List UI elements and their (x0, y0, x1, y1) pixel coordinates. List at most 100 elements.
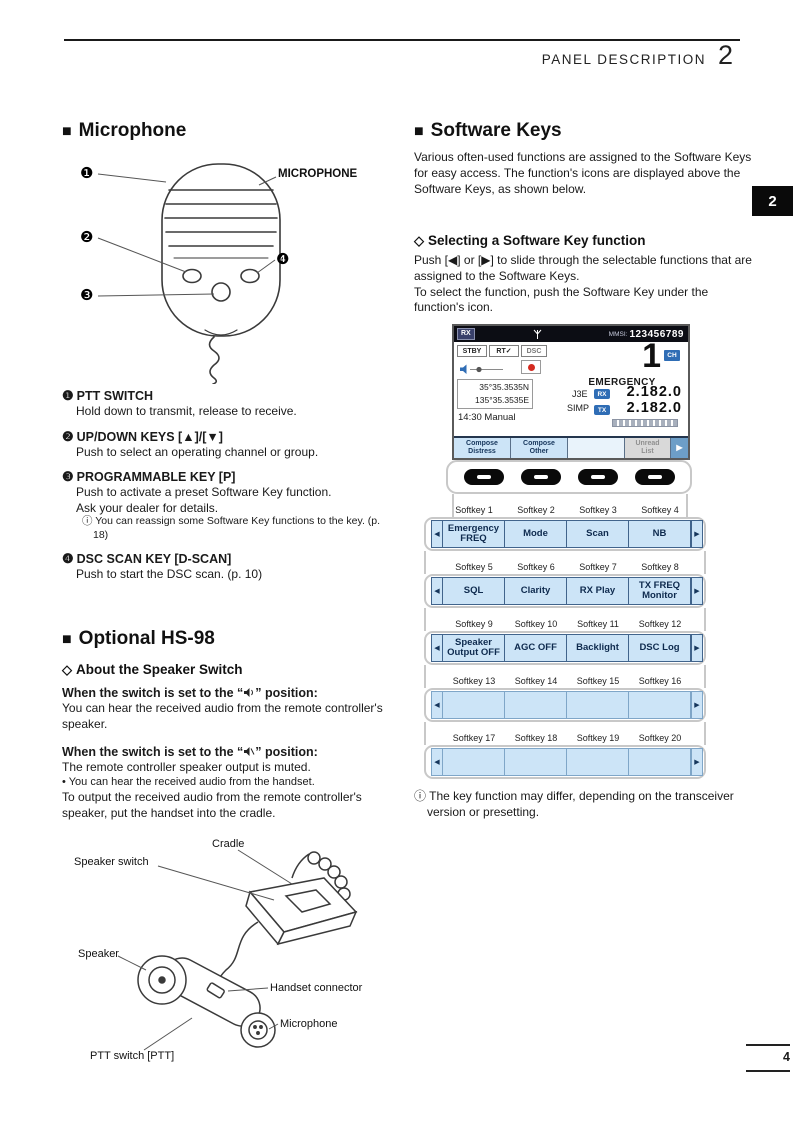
footer-rule (746, 1070, 790, 1072)
header-chapter-number: 2 (718, 40, 734, 70)
softkey-label: Softkey 4 (641, 505, 679, 515)
switch-on-body: You can hear the received audio from the… (62, 701, 383, 731)
softkey-compose-other: Compose Other (511, 438, 568, 458)
select-function-heading: ◇Selecting a Software Key function (414, 233, 646, 248)
connector-frame (424, 688, 706, 722)
dash-icon (590, 475, 605, 479)
connector-line (424, 722, 426, 745)
softkey-function: Clarity (504, 577, 567, 605)
dash-icon (647, 475, 662, 479)
item-marker: ❶ (62, 388, 74, 403)
tab-rt: RT✓ (489, 345, 519, 357)
softkey-function: DSC Log (628, 634, 691, 662)
section-bullet-icon: ■ (62, 123, 72, 140)
connector-line (424, 665, 426, 688)
ptt-switch-label: PTT switch [PTT] (90, 1050, 175, 1062)
section-bullet-icon: ■ (414, 123, 424, 140)
softkey-function: RX Play (566, 577, 629, 605)
softkey-group-2: Softkey 5 Softkey 6 Softkey 7 Softkey 8 … (424, 562, 710, 614)
softkey-label: Softkey 8 (641, 562, 679, 572)
mmsi-label: MMSI: (608, 330, 628, 338)
chapter-side-tab: 2 (752, 186, 793, 216)
softkey-function (442, 748, 505, 776)
softkey-function (504, 691, 567, 719)
softkey-label: Softkey 14 (514, 676, 558, 686)
softkey-function (628, 691, 691, 719)
callout-4: ❹ (276, 251, 290, 268)
latitude-value: 35°35.3535N (479, 382, 529, 392)
microphone-figure-label: MICROPHONE (278, 168, 358, 180)
softkey-label: Softkey 17 (452, 733, 496, 743)
speaker-label: Speaker (78, 948, 119, 960)
tx-badge: TX (594, 405, 610, 415)
slide-right-arrow: ▶ (691, 748, 703, 776)
speaker-on-icon (244, 688, 254, 697)
panel-buttons-frame (446, 460, 692, 494)
item-marker: ❹ (62, 550, 74, 566)
display-softkey-bar: Compose Distress Compose Other Unread Li… (454, 436, 688, 458)
connector-line (704, 665, 706, 688)
softkey-label: Softkey 2 (517, 505, 555, 515)
hs98-figure: Cradle Speaker switch Speaker Handset co… (62, 838, 402, 1078)
softkey-function: Backlight (566, 634, 629, 662)
sub-bullet-icon: ◇ (62, 662, 72, 677)
connector-frame (424, 574, 706, 608)
radio-display: RX MMSI: 123456789 STBY RT✓ DSC 1 CH EME… (452, 324, 690, 460)
connector-frame (424, 517, 706, 551)
softkey-label: Softkey 19 (576, 733, 620, 743)
softkey-label: Softkey 5 (455, 562, 493, 572)
tab-dsc: DSC (521, 345, 547, 357)
hs98-illustration (117, 849, 358, 1051)
channel-badge: CH (664, 350, 680, 361)
softkey-group-4: Softkey 13 Softkey 14 Softkey 15 Softkey… (424, 676, 710, 728)
connector-line (704, 551, 706, 574)
software-keys-heading: ■Software Keys (414, 120, 562, 141)
item-note: ⓘ You can reassign some Software Key fun… (82, 515, 381, 541)
hs98-heading: ■Optional HS-98 (62, 628, 215, 649)
softkey-group-5: Softkey 17 Softkey 18 Softkey 19 Softkey… (424, 733, 710, 785)
softkey-label: Softkey 1 (455, 505, 493, 515)
slide-right-arrow: ▶ (691, 634, 703, 662)
softkey-label: Softkey 11 (577, 619, 619, 629)
time-value: 14:30 Manual (458, 412, 516, 423)
volume-indicator (460, 364, 503, 374)
connector-line (704, 608, 706, 631)
record-indicator (521, 360, 541, 374)
emergency-label: EMERGENCY (588, 377, 656, 388)
header-section-title: PANEL DESCRIPTION (541, 52, 706, 67)
softkey-function: SQL (442, 577, 505, 605)
microphone-illustration (97, 163, 281, 385)
softkey-note: ⓘ The key function may differ, depending… (414, 789, 734, 820)
softkey-label: Softkey 20 (638, 733, 682, 743)
softkey-label: Softkey 7 (579, 562, 617, 572)
softkey-label: Softkey 9 (455, 619, 493, 629)
slide-right-arrow: ▶ (691, 577, 703, 605)
softkey-function (504, 748, 567, 776)
connector-line (704, 722, 706, 745)
softkey-function: AGC OFF (504, 634, 567, 662)
header-rule (64, 39, 740, 41)
panel-button-3 (577, 469, 618, 485)
softkey-compose-distress: Compose Distress (454, 438, 511, 458)
softkey-function: Mode (504, 520, 567, 548)
item-marker: ❸ (62, 469, 74, 485)
tx-meter (612, 419, 678, 427)
softkey-function: Emergency FREQ (442, 520, 505, 548)
mmsi-value: 123456789 (629, 328, 684, 340)
cradle-label: Cradle (212, 838, 245, 850)
softkey-label: Softkey 10 (514, 619, 558, 629)
softkey-function: Scan (566, 520, 629, 548)
softkey-function: Speaker Output OFF (442, 634, 505, 662)
softkey-label: Softkey 18 (514, 733, 558, 743)
connector-frame (424, 745, 706, 779)
red-dot-icon (527, 363, 535, 371)
slide-right-arrow: ▶ (691, 520, 703, 548)
rx-status-badge: RX (457, 328, 475, 340)
section-bullet-icon: ■ (62, 631, 72, 648)
softkey-label: Softkey 12 (638, 619, 682, 629)
